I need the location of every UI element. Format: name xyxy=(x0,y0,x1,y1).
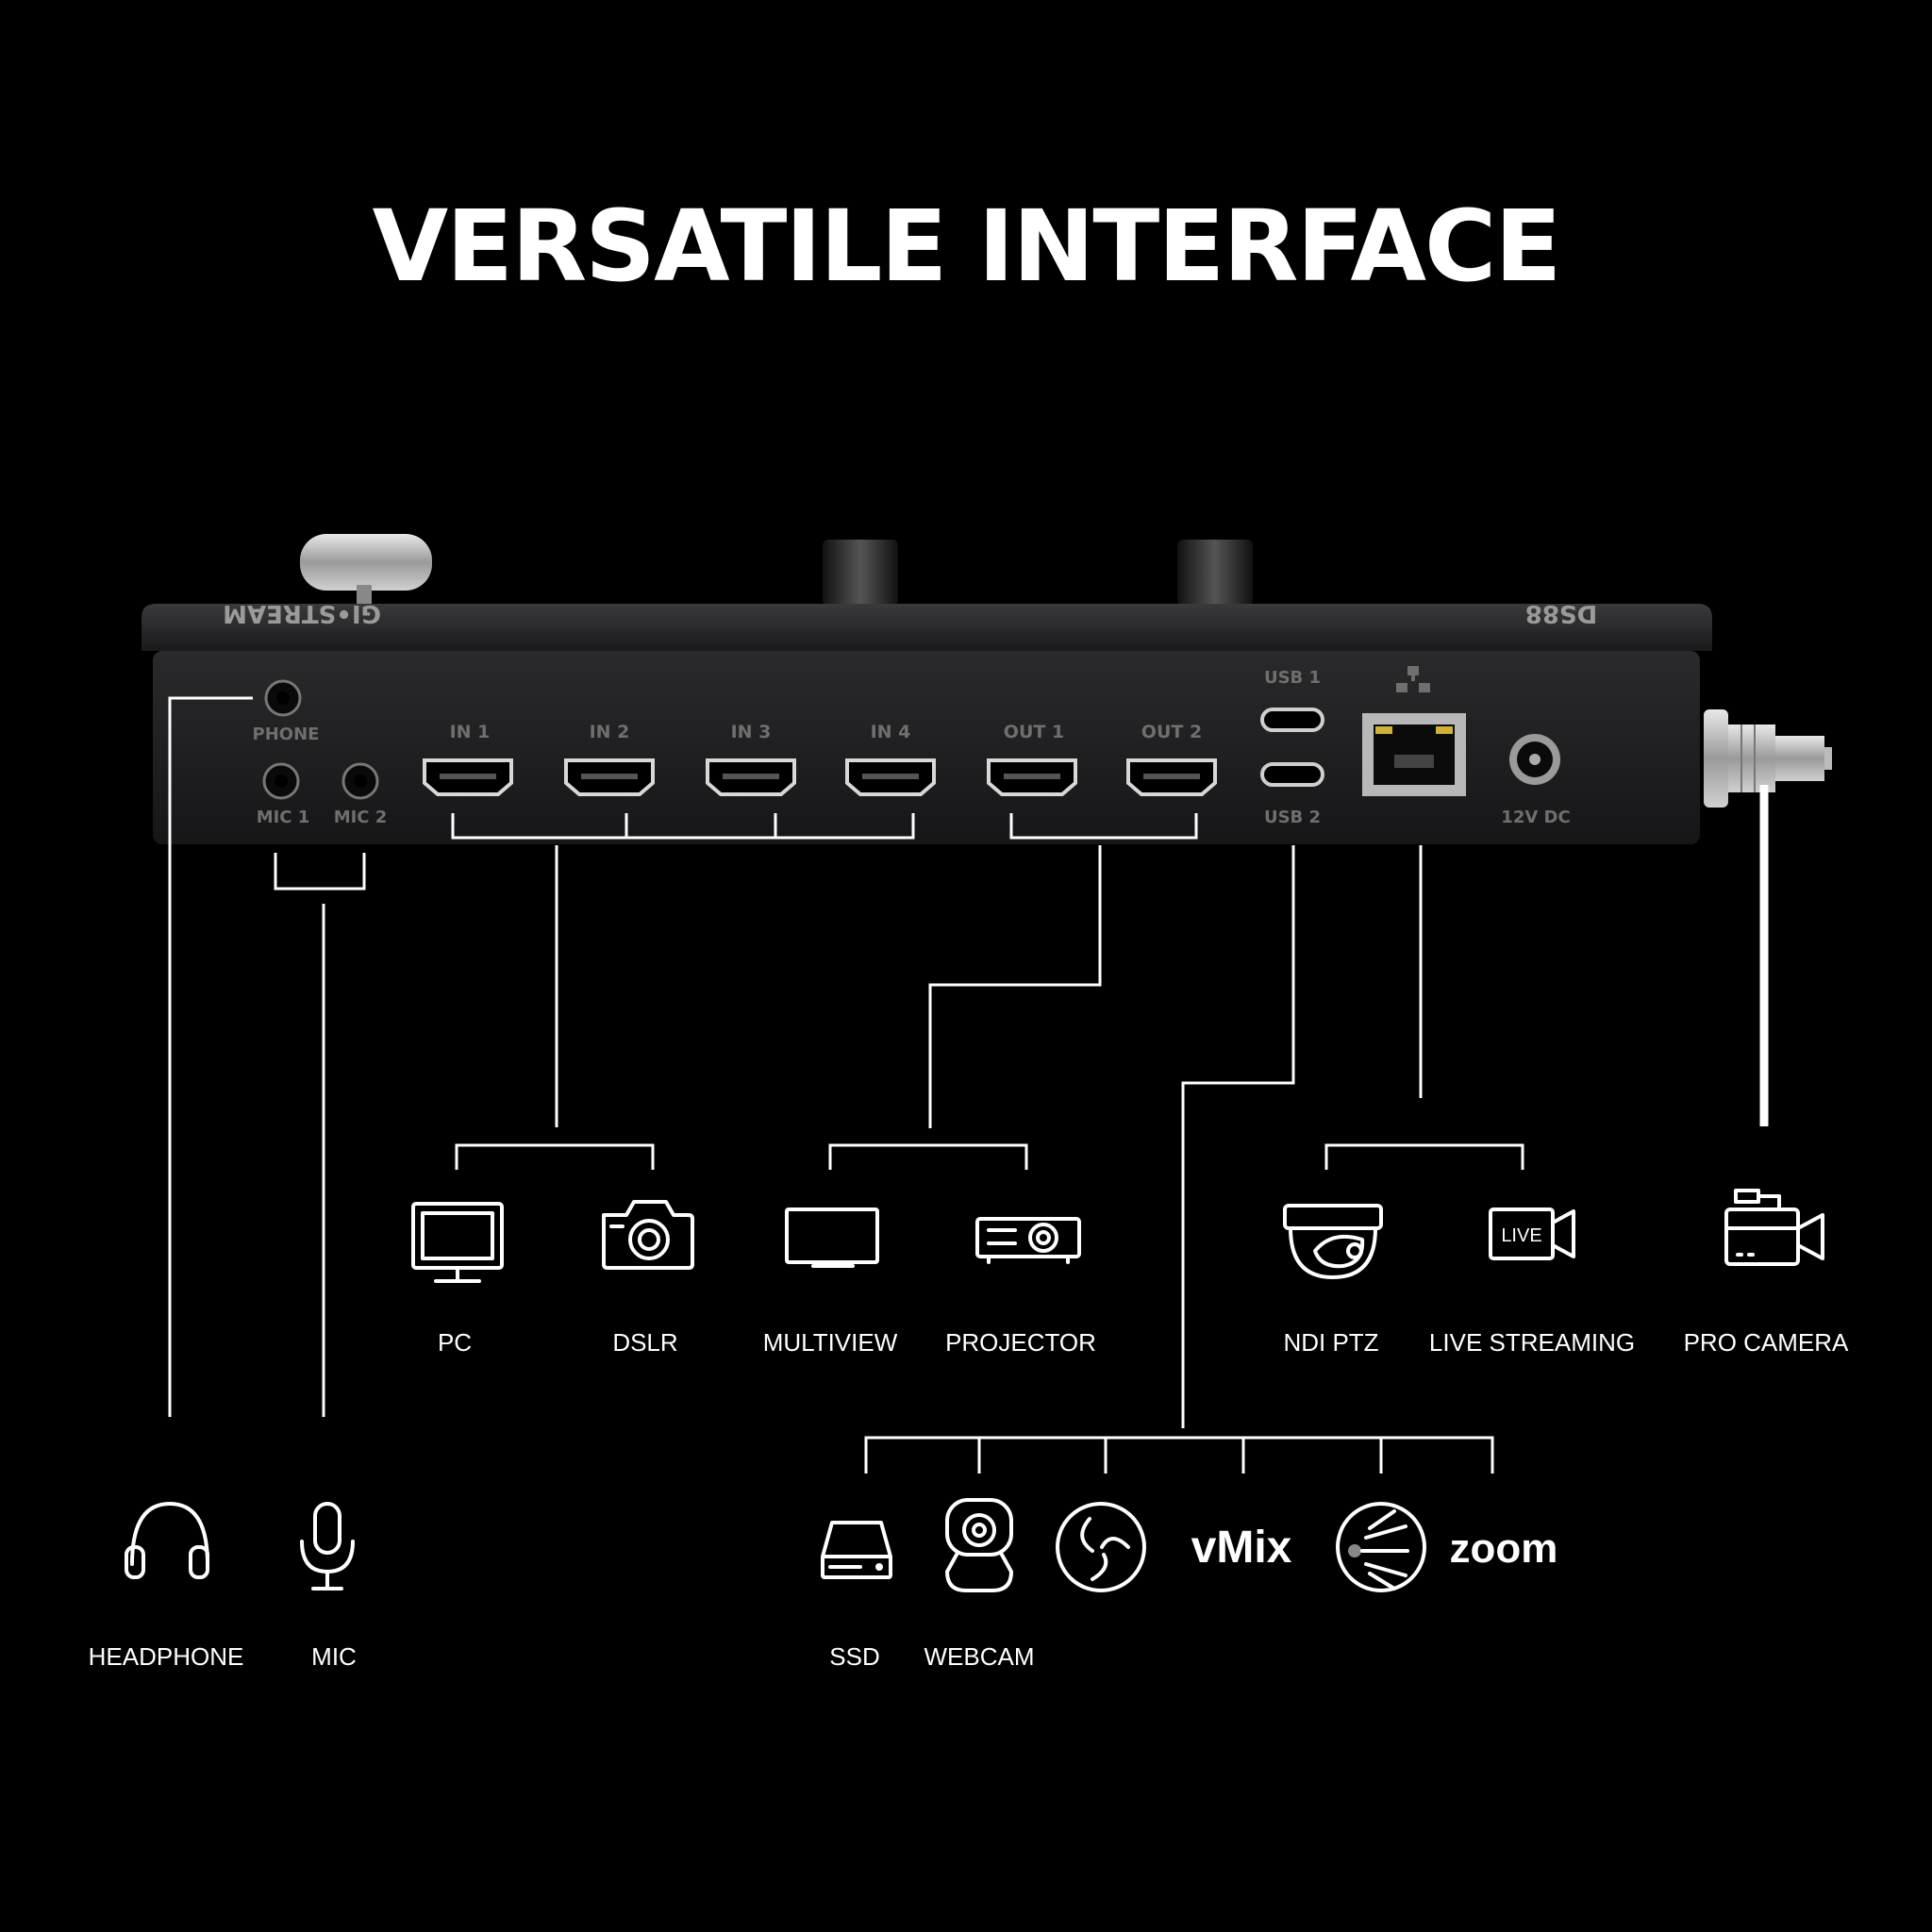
mic2-port-label: MIC 2 xyxy=(334,808,388,827)
out1-port-label: OUT 1 xyxy=(1004,722,1064,742)
label-pc: PC xyxy=(438,1328,472,1357)
usbc-port-1 xyxy=(1260,708,1324,732)
hdmi-port-in4 xyxy=(845,758,936,796)
switcher-device: GI•STREAM DS88 PHONE MIC 1 MIC 2 IN 1 IN… xyxy=(142,534,1832,844)
line-outputs-bracket xyxy=(1009,813,1198,840)
dslr-camera-icon xyxy=(602,1200,694,1270)
webcam-icon xyxy=(945,1498,1013,1592)
headphone-icon xyxy=(125,1502,209,1579)
live-streaming-camera-icon xyxy=(1489,1208,1575,1260)
line-outputs xyxy=(928,845,1102,1128)
live-badge: LIVE xyxy=(1501,1225,1541,1246)
hdmi-port-in1 xyxy=(423,758,513,796)
bnc-connector xyxy=(1704,709,1832,808)
mic1-port-label: MIC 1 xyxy=(257,808,310,827)
line-usb xyxy=(1181,845,1295,1428)
pro-camera-icon xyxy=(1724,1189,1824,1266)
label-webcam: WEBCAM xyxy=(924,1642,1035,1671)
multiview-monitor-icon xyxy=(785,1208,879,1268)
label-projector: PROJECTOR xyxy=(945,1328,1096,1357)
label-headphone: HEADPHONE xyxy=(89,1642,244,1671)
microphone-icon xyxy=(300,1502,355,1591)
ethernet-port xyxy=(1362,713,1466,796)
hdmi-port-out1 xyxy=(987,758,1077,796)
line-ethernet-split xyxy=(1324,1143,1524,1170)
power-port-label: 12V DC xyxy=(1501,808,1570,827)
pc-icon xyxy=(411,1202,504,1283)
dc-power-jack xyxy=(1509,734,1560,785)
top-knob-right xyxy=(1177,540,1253,606)
label-live-streaming: LIVE STREAMING xyxy=(1429,1328,1635,1357)
out2-port-label: OUT 2 xyxy=(1141,722,1202,742)
device-front-panel xyxy=(153,651,1700,844)
brand-logo: GI•STREAM xyxy=(223,599,381,627)
in1-port-label: IN 1 xyxy=(450,722,491,742)
usbc-port-2 xyxy=(1260,762,1324,787)
label-ssd: SSD xyxy=(829,1642,879,1671)
usb2-port-label: USB 2 xyxy=(1264,808,1321,827)
ptz-camera-icon xyxy=(1283,1204,1383,1279)
label-ndi-ptz: NDI PTZ xyxy=(1283,1328,1378,1357)
phone-port-label: PHONE xyxy=(253,724,320,744)
usb1-port-label: USB 1 xyxy=(1264,668,1321,688)
label-pro-camera: PRO CAMERA xyxy=(1684,1328,1849,1357)
ndi-tools-logo-icon xyxy=(1336,1502,1426,1592)
network-icon xyxy=(1396,666,1430,692)
label-multiview: MULTIVIEW xyxy=(763,1328,898,1357)
in4-port-label: IN 4 xyxy=(871,722,911,742)
line-inputs-bracket xyxy=(451,813,915,840)
hdmi-port-out2 xyxy=(1126,758,1217,796)
model-label: DS88 xyxy=(1525,599,1598,627)
line-headphone xyxy=(168,696,253,1417)
tally-mount xyxy=(300,534,432,591)
line-usb-split xyxy=(864,1436,1494,1474)
in2-port-label: IN 2 xyxy=(590,722,630,742)
top-knob-left xyxy=(823,540,898,606)
line-outputs-split xyxy=(828,1143,1028,1170)
vmix-logo: vMix xyxy=(1191,1523,1292,1573)
mic2-jack xyxy=(341,762,379,800)
connector-lines xyxy=(168,696,1769,1474)
projector-icon xyxy=(975,1217,1081,1264)
page-title: VERSATILE INTERFACE xyxy=(372,189,1562,304)
mic1-jack xyxy=(262,762,300,800)
hdmi-port-in2 xyxy=(564,758,655,796)
in3-port-label: IN 3 xyxy=(731,722,772,742)
line-inputs-split xyxy=(455,1143,655,1170)
obs-logo-icon xyxy=(1056,1502,1146,1592)
line-mic-bracket xyxy=(274,853,366,891)
phone-jack xyxy=(264,679,302,717)
hdmi-port-in3 xyxy=(706,758,796,796)
label-dslr: DSLR xyxy=(612,1328,677,1357)
zoom-logo: zoom xyxy=(1450,1525,1558,1572)
label-mic: MIC xyxy=(311,1642,357,1671)
ssd-icon xyxy=(821,1521,892,1579)
